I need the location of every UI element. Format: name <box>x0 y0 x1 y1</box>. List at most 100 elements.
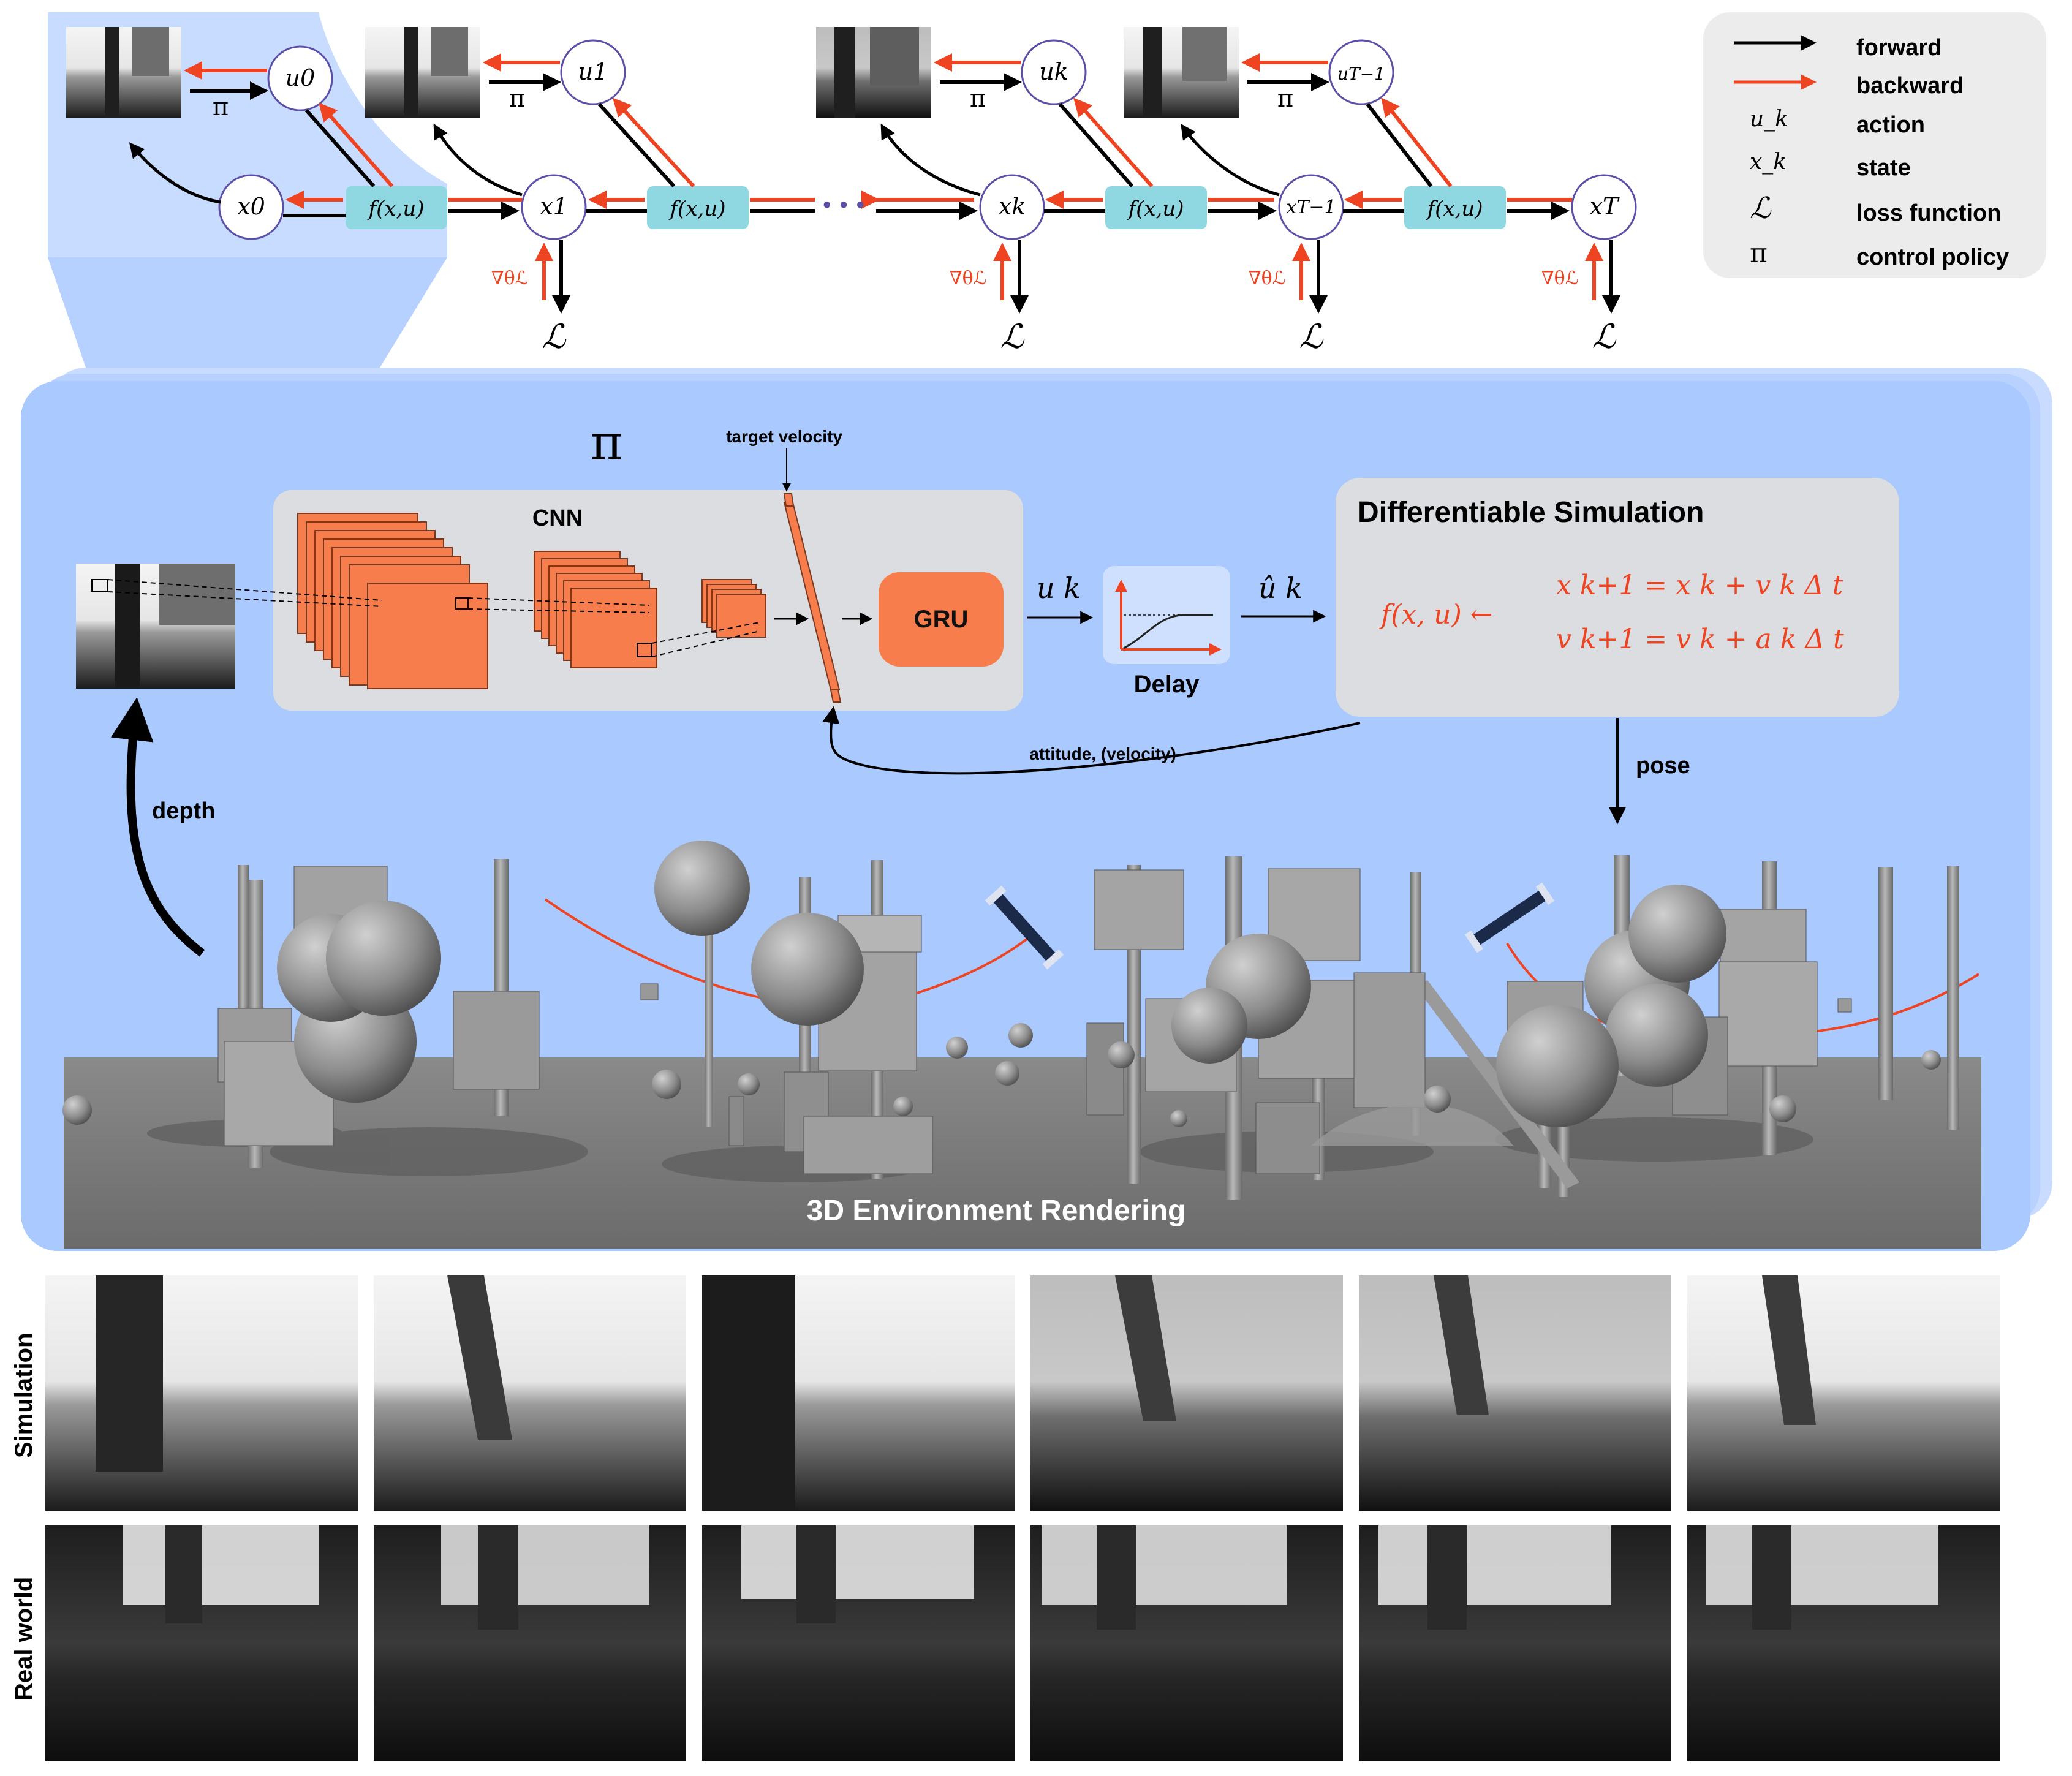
state-label-T: xT <box>1590 193 1620 220</box>
state-node-T1 <box>1278 174 1344 240</box>
simulation-box <box>1336 478 1899 717</box>
depth-arrow <box>110 697 205 957</box>
legend-label-action: action <box>1856 112 1925 138</box>
policy-arrows <box>184 53 1329 100</box>
sim-depth-image-1 <box>45 1275 358 1511</box>
legend-label-forward: forward <box>1856 35 1942 61</box>
grad-label-k: ∇θℒ <box>950 268 987 289</box>
real-depth-image-1 <box>45 1525 358 1761</box>
real-depth-image-3 <box>702 1525 1015 1761</box>
depth-thumbnail-k <box>816 27 931 118</box>
action-label-1: u1 <box>578 58 608 85</box>
feature-vector <box>783 493 842 703</box>
action-output-label: u k <box>1037 572 1081 605</box>
state-label-1: x1 <box>540 193 568 220</box>
sim-row <box>45 1275 2000 1511</box>
legend-symbol-action: u_k <box>1750 107 1788 132</box>
environment-label: 3D Environment Rendering <box>807 1195 1186 1227</box>
cnn-layer-stack-2 <box>534 551 657 668</box>
legend-symbol-state: x_k <box>1750 149 1787 175</box>
loss-label-T: ℒ <box>1592 317 1617 356</box>
depth-thumbnail-0 <box>66 27 181 118</box>
transition-box-0: f(x,u) <box>346 186 447 229</box>
legend-label-policy: control policy <box>1856 244 2009 270</box>
zoom-wedge <box>48 257 447 368</box>
svg-text:f(x,u): f(x,u) <box>1426 197 1483 221</box>
simulation-eq2: v k+1 = v k + a k Δ t <box>1556 624 1844 655</box>
svg-text:f(x,u): f(x,u) <box>668 197 726 221</box>
cnn-layer-stack-1 <box>297 513 488 689</box>
pi-label-0: π <box>213 93 229 121</box>
drone-2 <box>1464 882 1555 953</box>
legend-label-backward: backward <box>1856 73 1964 99</box>
sim-depth-image-3 <box>702 1275 1015 1511</box>
ellipsis: ••• <box>820 194 871 219</box>
sim-row-label: Simulation <box>10 1333 37 1458</box>
depth-thumbnail-1 <box>365 27 480 118</box>
feedback-arrow <box>822 706 1361 775</box>
loss-label-k: ℒ <box>1000 317 1025 356</box>
state-node-k <box>979 174 1045 240</box>
grad-label-T: ∇θℒ <box>1541 268 1579 289</box>
drone-1 <box>985 885 1064 970</box>
pi-label-T: π <box>1277 85 1293 113</box>
state-label-k: xk <box>999 193 1026 220</box>
gru-label: GRU <box>914 606 969 633</box>
delay-block <box>1103 566 1230 664</box>
action-node-1 <box>560 39 626 105</box>
real-row-label: Real world <box>10 1577 37 1701</box>
delayed-action-label: û k <box>1258 572 1303 605</box>
transition-box-1: f(x,u) <box>647 186 749 229</box>
sim-depth-image-4 <box>1030 1275 1343 1511</box>
chain-arrows <box>283 191 1572 220</box>
sim-depth-image-2 <box>374 1275 686 1511</box>
state-to-image-arrows <box>129 123 1280 204</box>
depth-label: depth <box>152 798 215 824</box>
simulation-eq1: x k+1 = x k + v k Δ t <box>1556 570 1843 601</box>
state-node-0 <box>218 174 284 240</box>
action-node-0 <box>267 45 333 111</box>
environment-scene: 3D Environment Rendering <box>62 841 1981 1249</box>
gru-block <box>879 572 1004 667</box>
state-label-T1: xT−1 <box>1286 197 1336 218</box>
transition-box-T: f(x,u) <box>1404 186 1506 229</box>
grad-label-T1: ∇θℒ <box>1249 268 1286 289</box>
legend: u_k x_k ℒ π forward backward action stat… <box>1703 12 2046 278</box>
real-depth-image-5 <box>1359 1525 1671 1761</box>
action-label-k: uk <box>1039 58 1068 85</box>
action-node-k <box>1021 39 1087 105</box>
simulation-f-lhs: f(x, u) ← <box>1379 599 1493 630</box>
cnn-layer-stack-3 <box>701 579 766 638</box>
legend-label-state: state <box>1856 155 1911 181</box>
real-depth-image-4 <box>1030 1525 1343 1761</box>
svg-text:f(x,u): f(x,u) <box>367 197 425 221</box>
delay-label: Delay <box>1134 671 1200 698</box>
transition-box-k: f(x,u) <box>1105 186 1207 229</box>
chain-diagram: u0 u1 uk uT−1 π π π π x0 x1 xk xT−1 xT <box>48 12 1637 368</box>
legend-symbol-loss: ℒ <box>1750 191 1772 225</box>
loss-label-T1: ℒ <box>1299 317 1324 356</box>
legend-box <box>1703 12 2046 278</box>
action-label-T1: uT−1 <box>1337 64 1385 84</box>
slanted-pole <box>1415 980 1579 1188</box>
state-label-0: x0 <box>237 193 265 220</box>
input-depth-image <box>76 564 235 689</box>
receptive-field-lines <box>107 579 760 657</box>
real-depth-image-2 <box>374 1525 686 1761</box>
action-label-0: u0 <box>285 64 316 91</box>
policy-pi-symbol: π <box>591 414 623 471</box>
cnn-title: CNN <box>532 505 583 531</box>
real-depth-image-6 <box>1687 1525 2000 1761</box>
feedback-label: attitude, (velocity) <box>1029 744 1176 763</box>
state-node-T <box>1571 174 1637 240</box>
pose-label: pose <box>1636 753 1690 779</box>
loss-label-1: ℒ <box>542 317 567 356</box>
loss-arrows <box>535 240 1620 314</box>
svg-text:f(x,u): f(x,u) <box>1127 197 1184 221</box>
legend-symbol-policy: π <box>1750 238 1768 269</box>
pi-label-1: π <box>509 85 525 113</box>
real-row <box>45 1525 2000 1761</box>
action-to-transition-arrows <box>304 97 1453 188</box>
depth-thumbnail-T <box>1124 27 1239 118</box>
grad-label-1: ∇θℒ <box>491 268 529 289</box>
